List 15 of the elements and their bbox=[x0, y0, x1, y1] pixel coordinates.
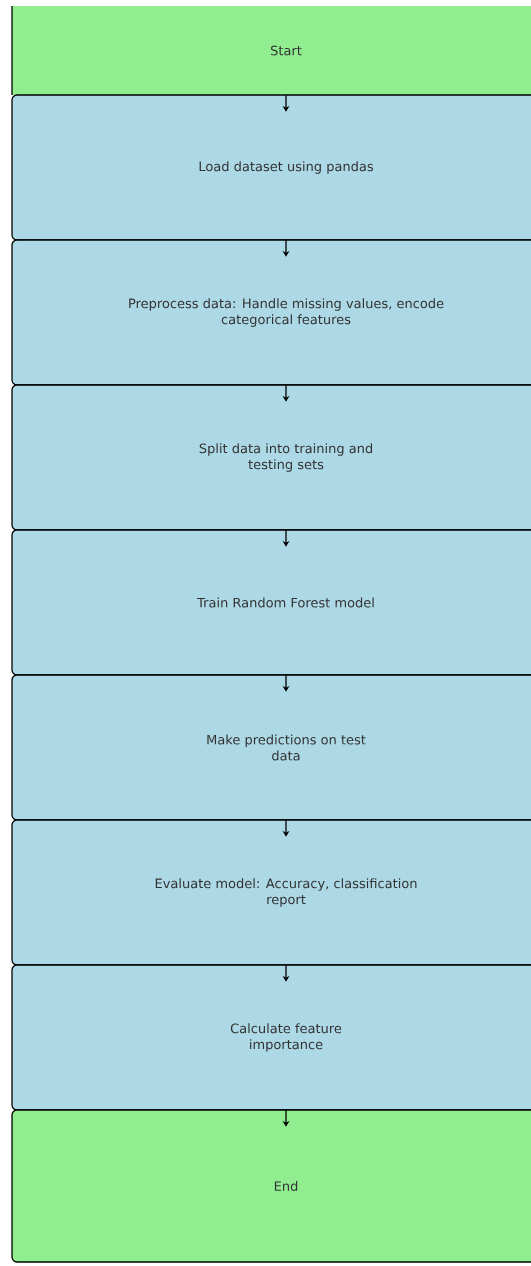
process-box: Load dataset using pandas bbox=[11, 94, 531, 241]
terminal-box: End bbox=[11, 1109, 531, 1263]
node-label: Split data into training and testing sets bbox=[199, 443, 373, 472]
node-label: Preprocess data: Handle missing values, encode categorical features bbox=[129, 298, 444, 327]
process-box: Preprocess data: Handle missing values, encode categorical features bbox=[11, 239, 531, 386]
process-box: Evaluate model: Accuracy, classification report bbox=[11, 819, 531, 966]
process-box: Train Random Forest model bbox=[11, 529, 531, 676]
node-label: Load dataset using pandas bbox=[199, 161, 374, 174]
terminal-box: Start bbox=[11, 5, 531, 96]
process-box: Split data into training and testing sets bbox=[11, 384, 531, 531]
node-label: Make predictions on test data bbox=[207, 734, 366, 761]
node-label: Evaluate model: Accuracy, classification report bbox=[155, 878, 417, 907]
node-label: Train Random Forest model bbox=[197, 597, 374, 608]
process-box: Calculate feature importance bbox=[11, 964, 531, 1111]
process-box: Make predictions on test data bbox=[11, 674, 531, 821]
